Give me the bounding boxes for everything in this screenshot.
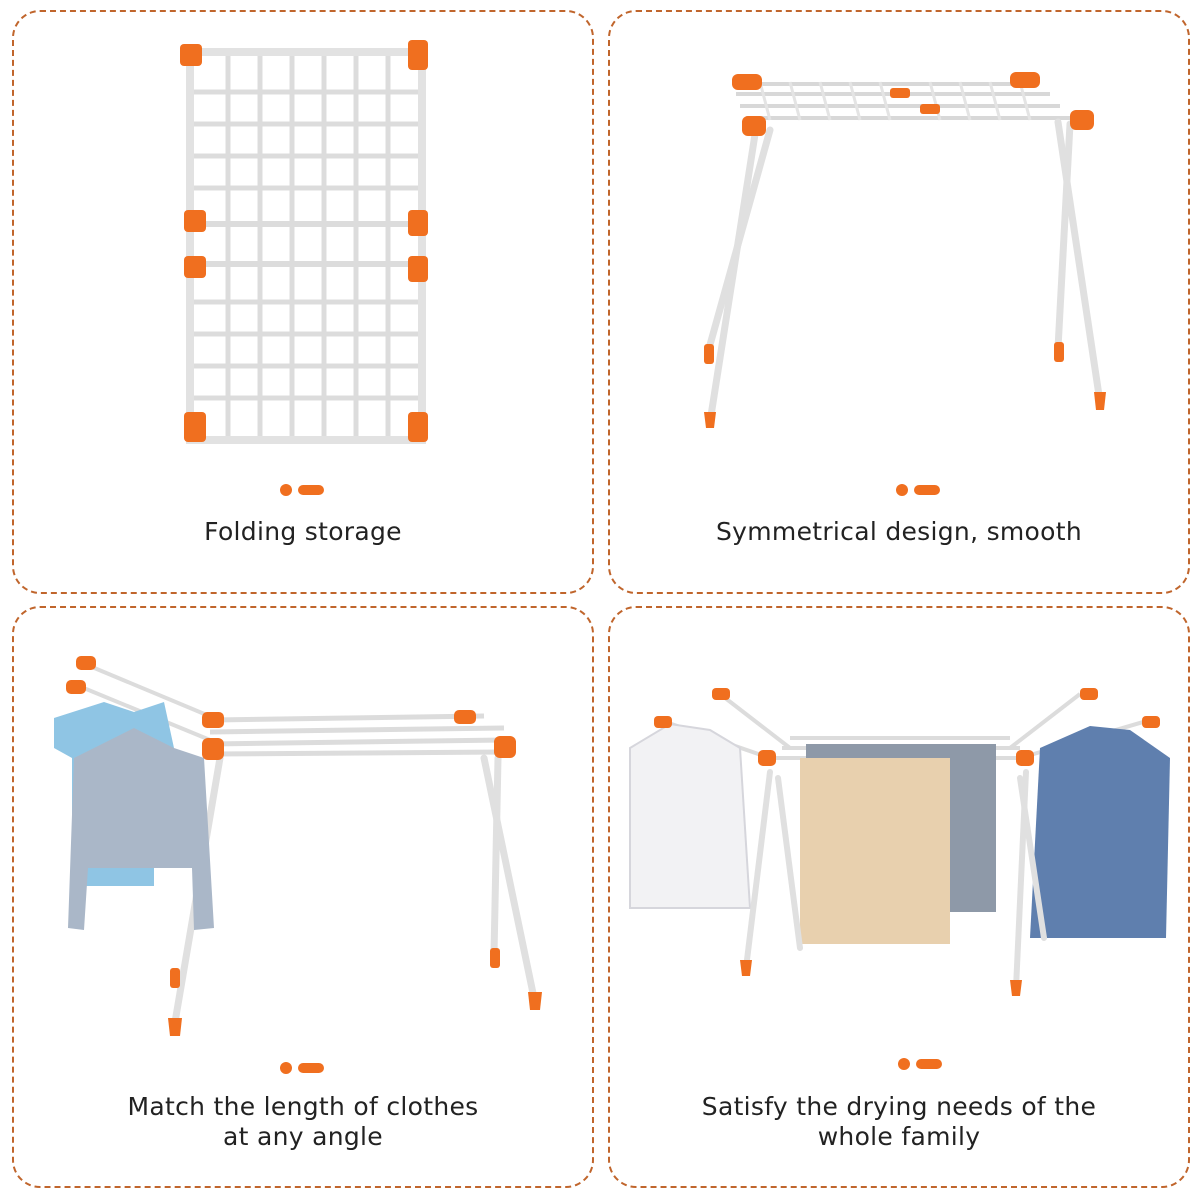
caption-line: Match the length of clothes xyxy=(127,1092,479,1121)
caption: Folding storage xyxy=(14,517,592,547)
caption-line: at any angle xyxy=(223,1122,383,1151)
panel-folding-storage: Folding storage xyxy=(12,10,594,594)
pagination-dots xyxy=(280,484,324,496)
rack-with-jacket-image xyxy=(54,656,542,1036)
caption: Symmetrical design, smooth xyxy=(610,517,1188,547)
pagination-dots xyxy=(896,484,940,496)
pagination-dots xyxy=(898,1058,942,1070)
pill-indicator xyxy=(298,485,324,495)
dot-indicator xyxy=(896,484,908,496)
pill-indicator xyxy=(298,1063,324,1073)
panel-symmetrical-design: Symmetrical design, smooth xyxy=(608,10,1190,594)
folded-rack-image xyxy=(180,40,428,444)
caption-line: Symmetrical design, smooth xyxy=(716,517,1082,546)
dot-indicator xyxy=(280,484,292,496)
caption: Satisfy the drying needs of the whole fa… xyxy=(610,1092,1188,1152)
caption-line: Satisfy the drying needs of the xyxy=(701,1092,1097,1121)
dot-indicator xyxy=(898,1058,910,1070)
panel-match-length: Match the length of clothes at any angle xyxy=(12,606,594,1188)
rack-with-laundry-image xyxy=(629,688,1170,996)
pagination-dots xyxy=(280,1062,324,1074)
open-rack-image xyxy=(704,72,1106,428)
caption-line: Folding storage xyxy=(204,517,402,546)
panel-drying-needs: Satisfy the drying needs of the whole fa… xyxy=(608,606,1190,1188)
dot-indicator xyxy=(280,1062,292,1074)
pill-indicator xyxy=(916,1059,942,1069)
caption-line: whole family xyxy=(817,1122,981,1151)
caption: Match the length of clothes at any angle xyxy=(14,1092,592,1152)
pill-indicator xyxy=(914,485,940,495)
